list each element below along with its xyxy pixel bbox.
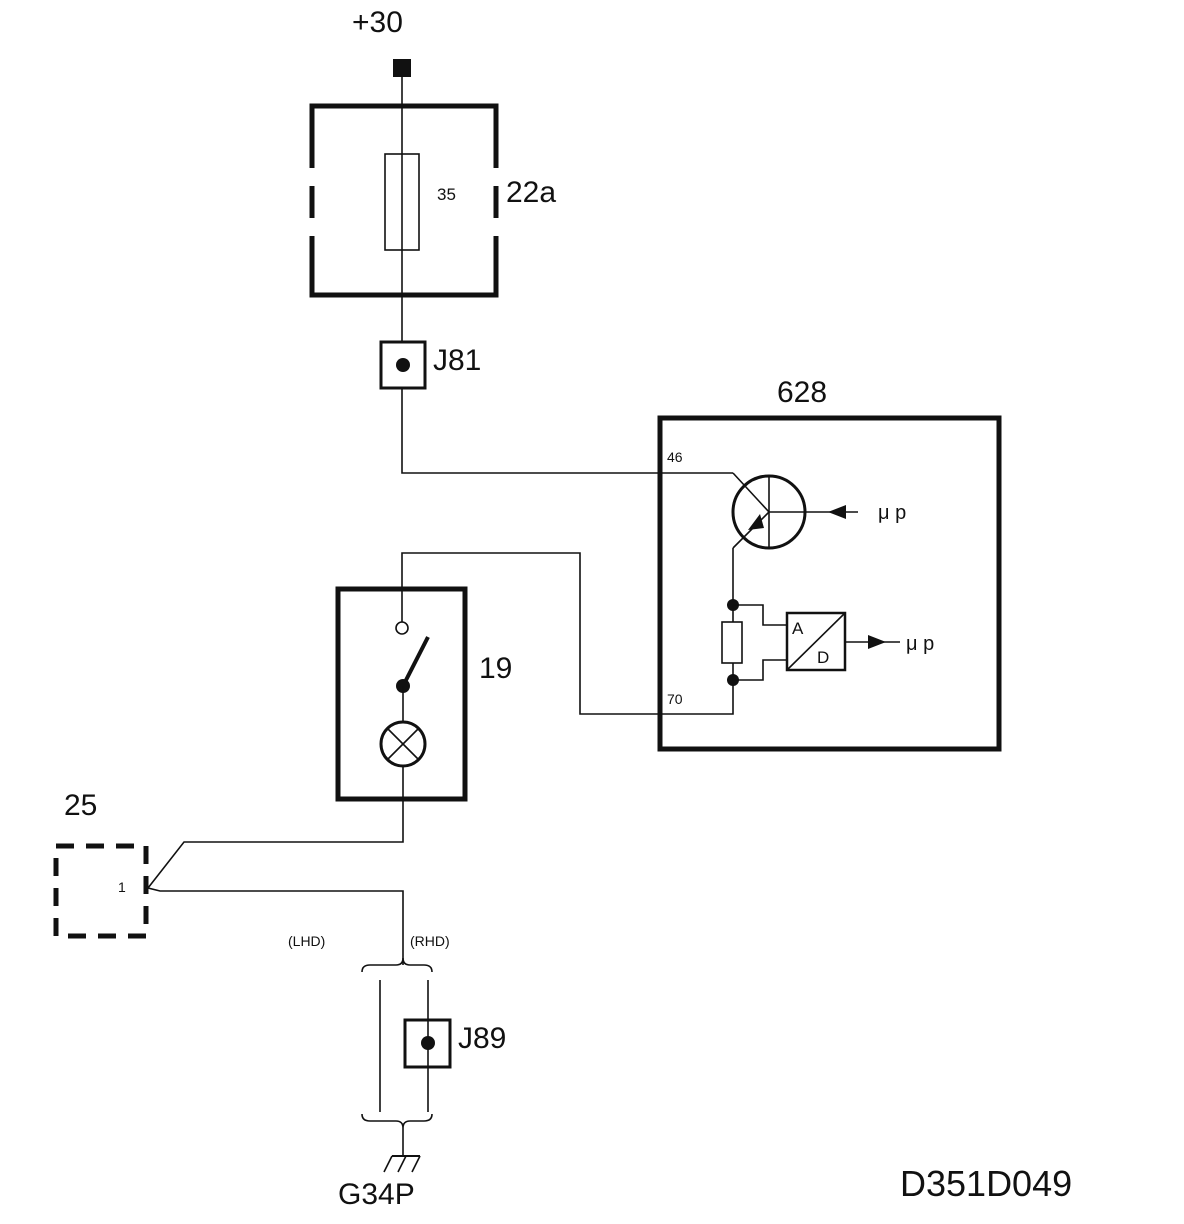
connector-j81 (379, 340, 427, 390)
wire-ecu-70-to-switch (401, 552, 734, 715)
ground-hatch-3 (411, 1155, 421, 1173)
fuse-box (309, 103, 499, 298)
variant-brace-top (361, 957, 433, 973)
fuse-rating: 35 (437, 185, 456, 204)
connector-25 (53, 843, 149, 939)
ecu-label: 628 (777, 376, 827, 409)
transistor-emitter-arrow (748, 514, 764, 530)
transistor-input-arrow (828, 505, 846, 519)
wire-lamp-to-connector-25 (147, 766, 404, 889)
connector-j89-pin (421, 1036, 435, 1050)
wire-j81-to-ecu-46 (401, 388, 733, 474)
transistor-emitter (732, 511, 770, 549)
ground-label: G34P (338, 1178, 415, 1211)
wire-node-bottom-to-adc (733, 659, 787, 681)
wire-connector-25-to-ground (147, 887, 404, 965)
ecu-pin-bottom: 70 (667, 691, 683, 707)
ground-hatch-2 (397, 1155, 407, 1173)
adc-output-arrow (868, 635, 886, 649)
rhd-label: (RHD) (410, 933, 450, 949)
mu-p-label-2: μ p (906, 633, 934, 655)
ecu-pin-top: 46 (667, 449, 683, 465)
connector-j81-label: J81 (433, 344, 481, 377)
adc-a: A (792, 619, 804, 638)
fuse-box-label: 22a (506, 176, 556, 209)
connector-25-label: 25 (64, 789, 97, 822)
connector-j89-label: J89 (458, 1022, 506, 1055)
warning-lamp-cross-2 (386, 727, 420, 761)
supply-label: +30 (352, 6, 403, 39)
ecu-box (657, 415, 1002, 752)
shunt-resistor (721, 621, 743, 664)
connector-j81-pin (396, 358, 410, 372)
variant-brace-bottom (361, 1113, 433, 1129)
drawing-code: D351D049 (900, 1163, 1072, 1204)
switch-unit-box (335, 586, 468, 802)
adc-d: D (817, 648, 829, 667)
wire-node-top-to-adc (733, 604, 787, 626)
adc-diagonal (786, 612, 846, 671)
connector-25-pin: 1 (118, 879, 126, 895)
switch-unit-label: 19 (479, 652, 512, 685)
switch-lever (401, 636, 430, 687)
ground-hatch-1 (383, 1155, 393, 1173)
supply-terminal (393, 59, 411, 77)
lhd-label: (LHD) (288, 933, 325, 949)
switch-open-contact (395, 621, 409, 635)
transistor-collector (732, 472, 770, 513)
mu-p-label-1: μ p (878, 502, 906, 524)
